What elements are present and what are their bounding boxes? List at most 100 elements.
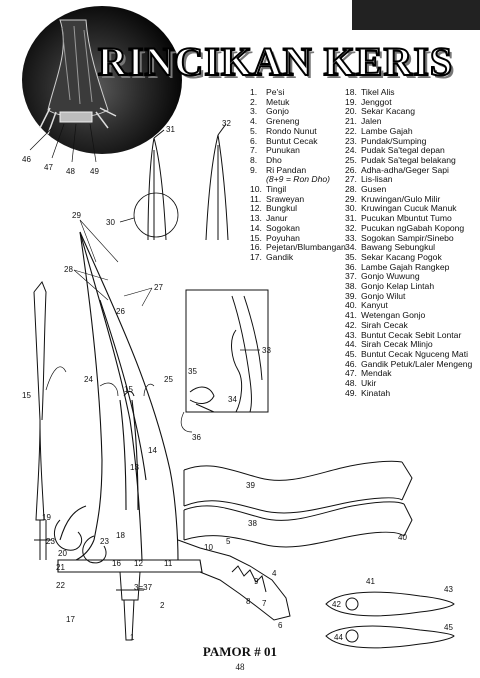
label-24: 24 (84, 375, 93, 384)
label-15-main: 15 (124, 385, 133, 394)
label-2: 2 (160, 601, 165, 610)
list-item: 1.Pe'si (250, 87, 285, 97)
parts-list-column-2: 18.Tikel Alis 19.Jenggot 20.Sekar Kacang… (345, 87, 473, 399)
label-28: 28 (64, 265, 73, 274)
label-21: 21 (56, 563, 65, 572)
label-38: 38 (248, 519, 257, 528)
list-item: 4.Greneng (250, 116, 300, 127)
list-item-note: (8+9 = Ron Dho) (266, 174, 331, 185)
list-item: 8.Dho (250, 154, 282, 165)
label-23-b: 23 (100, 537, 109, 546)
label-36: 36 (192, 433, 201, 442)
list-item: 5.Rondo Nunut (250, 125, 317, 136)
label-47: 47 (44, 163, 53, 172)
list-item: 23.Pundak/Sumping (345, 135, 427, 146)
label-41: 41 (366, 577, 375, 586)
list-item: 25.Pudak Sa'tegal belakang (345, 154, 456, 165)
hilt-figure (39, 19, 117, 135)
label-27: 27 (154, 283, 163, 292)
label-34: 34 (228, 395, 237, 404)
list-item: 45.Buntut Cecak Nguceng Mati (345, 348, 469, 359)
parts-list-column-1: 1.Pe'si 2.Metuk 3.Gonjo 4.Greneng 5.Rond… (250, 87, 346, 263)
detail-box-drawing (189, 295, 263, 413)
label-33: 33 (262, 346, 271, 355)
label-7: 7 (262, 599, 267, 608)
label-3: 3=37 (134, 583, 153, 592)
label-19: 19 (42, 513, 51, 522)
tip-details (147, 123, 229, 241)
list-item: 2.Metuk (250, 96, 290, 107)
label-43: 43 (444, 585, 453, 594)
gonjo-wilut (183, 460, 413, 514)
list-item: 42.Sirah Cecak (345, 319, 408, 330)
label-8: 8 (246, 597, 251, 606)
list-item: 15.Poyuhan (250, 232, 300, 243)
label-5: 5 (226, 537, 231, 546)
label-6: 6 (278, 621, 283, 630)
list-item: 18.Tikel Alis (345, 87, 395, 97)
label-1: 1 (130, 633, 135, 642)
label-42: 42 (332, 600, 341, 609)
detail-circle (133, 192, 179, 238)
label-49: 49 (90, 167, 99, 176)
list-item: 33.Sogokan Sampir/Sinebo (345, 232, 454, 243)
list-item: 3.Gonjo (250, 106, 289, 117)
label-45: 45 (444, 623, 453, 632)
list-item: 38.Gonjo Kelap Lintah (345, 281, 435, 292)
keris-blade (57, 231, 203, 573)
label-46: 46 (22, 155, 31, 164)
list-item: 14.Sogokan (250, 222, 300, 233)
list-item: 30.Kruwingan Cucuk Manuk (345, 203, 457, 214)
list-item: 28.Gusen (345, 184, 387, 195)
list-item: 11.Sraweyan (250, 193, 305, 204)
list-item: 27.Lis-lisan (345, 174, 393, 185)
list-item: 37.Gonjo Wuwung (345, 271, 420, 282)
label-13: 13 (130, 463, 139, 472)
label-39: 39 (246, 481, 255, 490)
list-item: 46.Gandik Petuk/Laler Mengeng (345, 358, 473, 369)
label-26: 26 (116, 307, 125, 316)
list-item: 39.Gonjo Wilut (345, 290, 406, 301)
pesi-side-view (33, 281, 47, 521)
list-item: 43.Buntut Cecak Sebit Lontar (345, 329, 462, 340)
label-44: 44 (334, 633, 343, 642)
label-9: 9 (254, 577, 259, 586)
list-item: 29.Kruwingan/Gulo Milir (345, 193, 441, 204)
label-17: 17 (66, 615, 75, 624)
list-item: 21.Jalen (345, 116, 382, 127)
page-title: RINCIKAN KERIS (97, 38, 454, 85)
list-item: 7.Punukan (250, 145, 300, 156)
label-22: 22 (56, 581, 65, 590)
gonjo-kelap-lintah (183, 501, 413, 548)
list-item: 49.Kinatah (345, 387, 391, 398)
sekar-kacang (34, 519, 107, 564)
list-item: 31.Pucukan Mbuntut Tumo (345, 213, 452, 224)
pesi (116, 571, 144, 641)
list-item: 41.Wetengan Gonjo (345, 310, 426, 321)
label-12: 12 (134, 559, 143, 568)
list-item: 35.Sekar Kacang Pogok (345, 251, 442, 262)
header-dark-bar (352, 0, 480, 30)
label-10: 10 (204, 543, 213, 552)
list-item: 44.Sirah Cecak Mlinjo (345, 339, 433, 350)
list-item: 22.Lambe Gajah (345, 125, 413, 136)
list-item: 26.Adha-adha/Geger Sapi (345, 164, 449, 175)
label-4: 4 (272, 569, 277, 578)
page-number: 48 (235, 662, 245, 672)
list-item: 32.Pucukan ngGabah Kopong (345, 222, 465, 233)
detail-box (185, 289, 269, 413)
label-30: 30 (106, 218, 115, 227)
label-16: 16 (112, 559, 121, 568)
list-item: 13.Janur (250, 213, 288, 224)
label-29: 29 (72, 211, 81, 220)
list-item: 47.Mendak (345, 368, 392, 379)
label-32: 32 (222, 119, 231, 128)
list-item: 10.Tingil (250, 184, 287, 195)
label-48: 48 (66, 167, 75, 176)
sirah-cecak-2 (325, 625, 455, 649)
gonjo-greneng (177, 539, 291, 621)
label-35: 35 (188, 367, 197, 376)
list-item: 20.Sekar Kacang (345, 106, 415, 117)
list-item: 48.Ukir (345, 378, 377, 389)
